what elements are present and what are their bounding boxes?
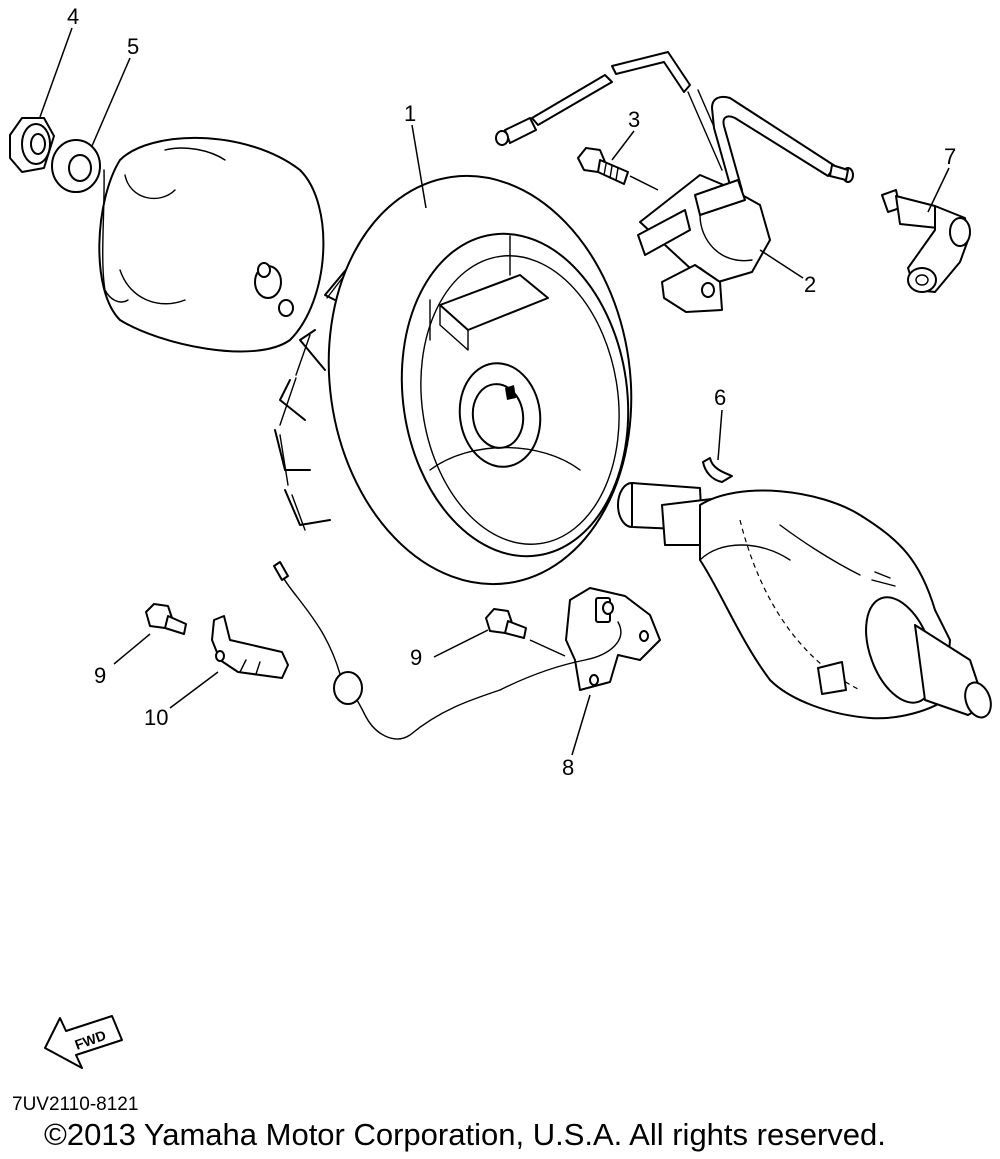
part-3-bolt	[577, 147, 659, 191]
part-8-pulser-coil	[273, 561, 661, 740]
callout-7: 7	[944, 144, 956, 169]
callout-8: 8	[562, 755, 574, 780]
part-7-plug-cap	[881, 189, 971, 293]
callout-2: 2	[804, 272, 816, 297]
fwd-arrow: FWD	[44, 1015, 123, 1069]
leader-lines	[39, 27, 950, 756]
copyright-notice: ©2013 Yamaha Motor Corporation, U.S.A. A…	[44, 1117, 886, 1152]
callout-10: 10	[144, 705, 168, 730]
part-9-bolt-left	[145, 603, 187, 635]
part-6-woodruff-key	[702, 457, 733, 483]
part-5-washer	[51, 139, 101, 193]
crankshaft	[617, 482, 992, 720]
callout-3: 3	[628, 107, 640, 132]
part-9-bolt-right	[485, 608, 527, 639]
callout-9-right: 9	[410, 645, 422, 670]
part-2-ignition-coil	[637, 174, 771, 313]
part-1-flywheel	[274, 174, 633, 586]
part-4-flange-nut	[9, 117, 55, 173]
drawing-code: 7UV2110-8121	[12, 1094, 138, 1115]
callout-1: 1	[404, 101, 416, 126]
starter-cup	[98, 136, 325, 353]
callout-numbers: 4 5 1 3 2 7 6 8 9 9 10	[67, 4, 956, 780]
callout-6: 6	[714, 385, 726, 410]
callout-4: 4	[67, 4, 79, 29]
callout-5: 5	[127, 34, 139, 59]
part-10-bracket	[211, 615, 289, 679]
callout-9-left: 9	[94, 663, 106, 688]
ignition-wire	[495, 51, 854, 193]
